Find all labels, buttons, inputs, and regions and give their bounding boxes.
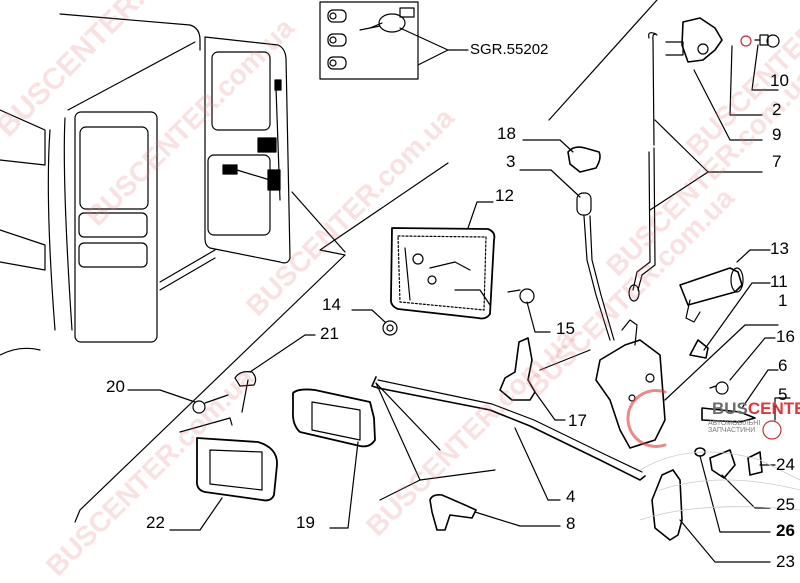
- callout-8: 8: [566, 514, 576, 533]
- striker-plate-25: [709, 449, 771, 509]
- watermark-car-sketch: [639, 451, 800, 521]
- callout-sgr-55202: SGR.55202: [470, 41, 549, 58]
- rod-clip-8: [375, 382, 561, 531]
- callout-9: 9: [772, 125, 782, 144]
- lower-latch-23: [652, 470, 771, 563]
- callout-13: 13: [770, 239, 789, 258]
- callout-17: 17: [568, 411, 587, 430]
- screw-20: [127, 389, 229, 414]
- logo-brand: BUSCENTER: [712, 399, 800, 418]
- callout-6: 6: [778, 356, 788, 375]
- van-illustration: [0, 13, 449, 523]
- rod-with-clip: [519, 139, 615, 341]
- screw-15: [507, 288, 551, 333]
- parts-diagram: [0, 0, 800, 563]
- vertical-rod: [548, 0, 763, 302]
- bracket-24: [747, 451, 776, 476]
- horizontal-rod-4: [371, 376, 646, 501]
- buscenter-logo: BUSCENTER АВТОМОБІЛЬНІ ЗАПЧАСТИНИ: [700, 395, 800, 445]
- lock-cylinder-13: [679, 249, 771, 323]
- handle-bezel-19: [291, 388, 376, 529]
- key-kit-box: [319, 1, 469, 80]
- key-icon: [359, 7, 415, 33]
- callout-26: 26: [776, 521, 795, 540]
- callout-1: 1: [778, 291, 788, 310]
- callout-20: 20: [106, 377, 125, 396]
- striker-pin-6: [701, 369, 779, 423]
- callout-11: 11: [770, 272, 788, 291]
- callout-14: 14: [322, 295, 341, 314]
- rod-guide-17: [499, 337, 591, 421]
- logo-ring: [626, 389, 667, 448]
- callout-12: 12: [495, 186, 514, 205]
- handle-cover-22: [169, 417, 278, 531]
- clip-26: [694, 447, 771, 533]
- clip-nut-21: [234, 334, 316, 413]
- inner-handle-mechanism: [389, 201, 496, 320]
- callout-24: 24: [776, 455, 795, 474]
- callout-7: 7: [772, 152, 782, 171]
- logo-subtitle: АВТОМОБІЛЬНІ ЗАПЧАСТИНИ: [708, 420, 761, 434]
- clip-11: [689, 282, 771, 359]
- callout-10: 10: [770, 71, 789, 90]
- screw-16: [709, 337, 776, 395]
- upper-latch-assembly: [665, 17, 780, 141]
- lock-cylinder-icon: [327, 9, 347, 70]
- callout-25: 25: [776, 495, 795, 514]
- callout-15: 15: [556, 319, 575, 338]
- callout-18: 18: [497, 124, 516, 143]
- callout-21: 21: [320, 324, 339, 343]
- callout-23: 23: [776, 552, 795, 571]
- callout-5: 5: [778, 385, 788, 404]
- callout-22: 22: [146, 513, 165, 532]
- callout-16: 16: [776, 327, 795, 346]
- washer-5: [762, 397, 791, 440]
- callout-19: 19: [296, 513, 315, 532]
- nut-14: [351, 309, 398, 336]
- callout-4: 4: [566, 487, 576, 506]
- callout-2: 2: [772, 100, 782, 119]
- callout-3: 3: [506, 152, 516, 171]
